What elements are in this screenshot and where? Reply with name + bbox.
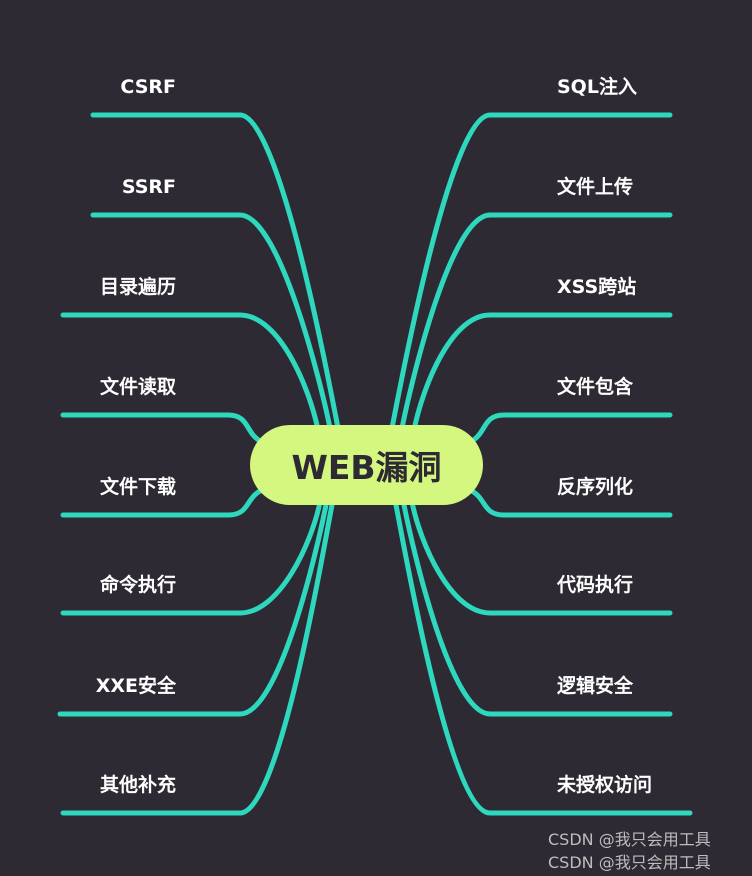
center-node-label: WEB漏洞 bbox=[291, 448, 442, 487]
branch-node-right[interactable]: 未授权访问 bbox=[557, 774, 653, 796]
branch-line-left bbox=[60, 312, 321, 433]
branch-node-right[interactable]: SQL注入 bbox=[557, 76, 637, 98]
branch-line-right bbox=[467, 412, 673, 445]
branch-node-left[interactable]: XXE安全 bbox=[95, 675, 176, 697]
branch-line-left bbox=[60, 502, 335, 816]
branch-node-right[interactable]: XSS跨站 bbox=[557, 276, 637, 298]
branch-line-left bbox=[60, 412, 265, 445]
branch-node-right[interactable]: 文件包含 bbox=[557, 376, 634, 398]
branch-node-left[interactable]: 命令执行 bbox=[99, 574, 176, 596]
branch-line-left bbox=[90, 112, 341, 431]
branch-node-left[interactable]: CSRF bbox=[120, 76, 176, 98]
branch-line-right bbox=[411, 312, 673, 433]
branch-node-left[interactable]: 文件读取 bbox=[99, 376, 176, 398]
branch-node-left[interactable]: SSRF bbox=[121, 176, 176, 198]
watermark: CSDN @我只会用工具 bbox=[548, 830, 711, 849]
branch-node-right[interactable]: 代码执行 bbox=[557, 574, 634, 596]
branch-line-right bbox=[467, 487, 673, 518]
branch-line-right bbox=[393, 502, 693, 816]
branch-line-right bbox=[401, 502, 673, 717]
branch-line-left bbox=[60, 499, 323, 616]
branch-line-left bbox=[57, 502, 329, 717]
branch-node-left[interactable]: 文件下载 bbox=[99, 476, 176, 498]
branch-node-left[interactable]: 目录遍历 bbox=[99, 276, 176, 298]
branch-line-left bbox=[90, 212, 333, 431]
branch-node-left[interactable]: 其他补充 bbox=[99, 774, 176, 796]
watermark-duplicate: CSDN @我只会用工具 bbox=[548, 853, 711, 872]
branch-line-right bbox=[399, 212, 673, 431]
center-node[interactable]: WEB漏洞 bbox=[250, 425, 483, 505]
branch-line-right bbox=[409, 499, 673, 616]
branch-node-right[interactable]: 文件上传 bbox=[557, 176, 634, 198]
branch-node-right[interactable]: 逻辑安全 bbox=[557, 675, 634, 697]
branch-line-right bbox=[389, 112, 673, 431]
branch-node-right[interactable]: 反序列化 bbox=[557, 476, 634, 498]
branch-line-left bbox=[60, 487, 265, 518]
